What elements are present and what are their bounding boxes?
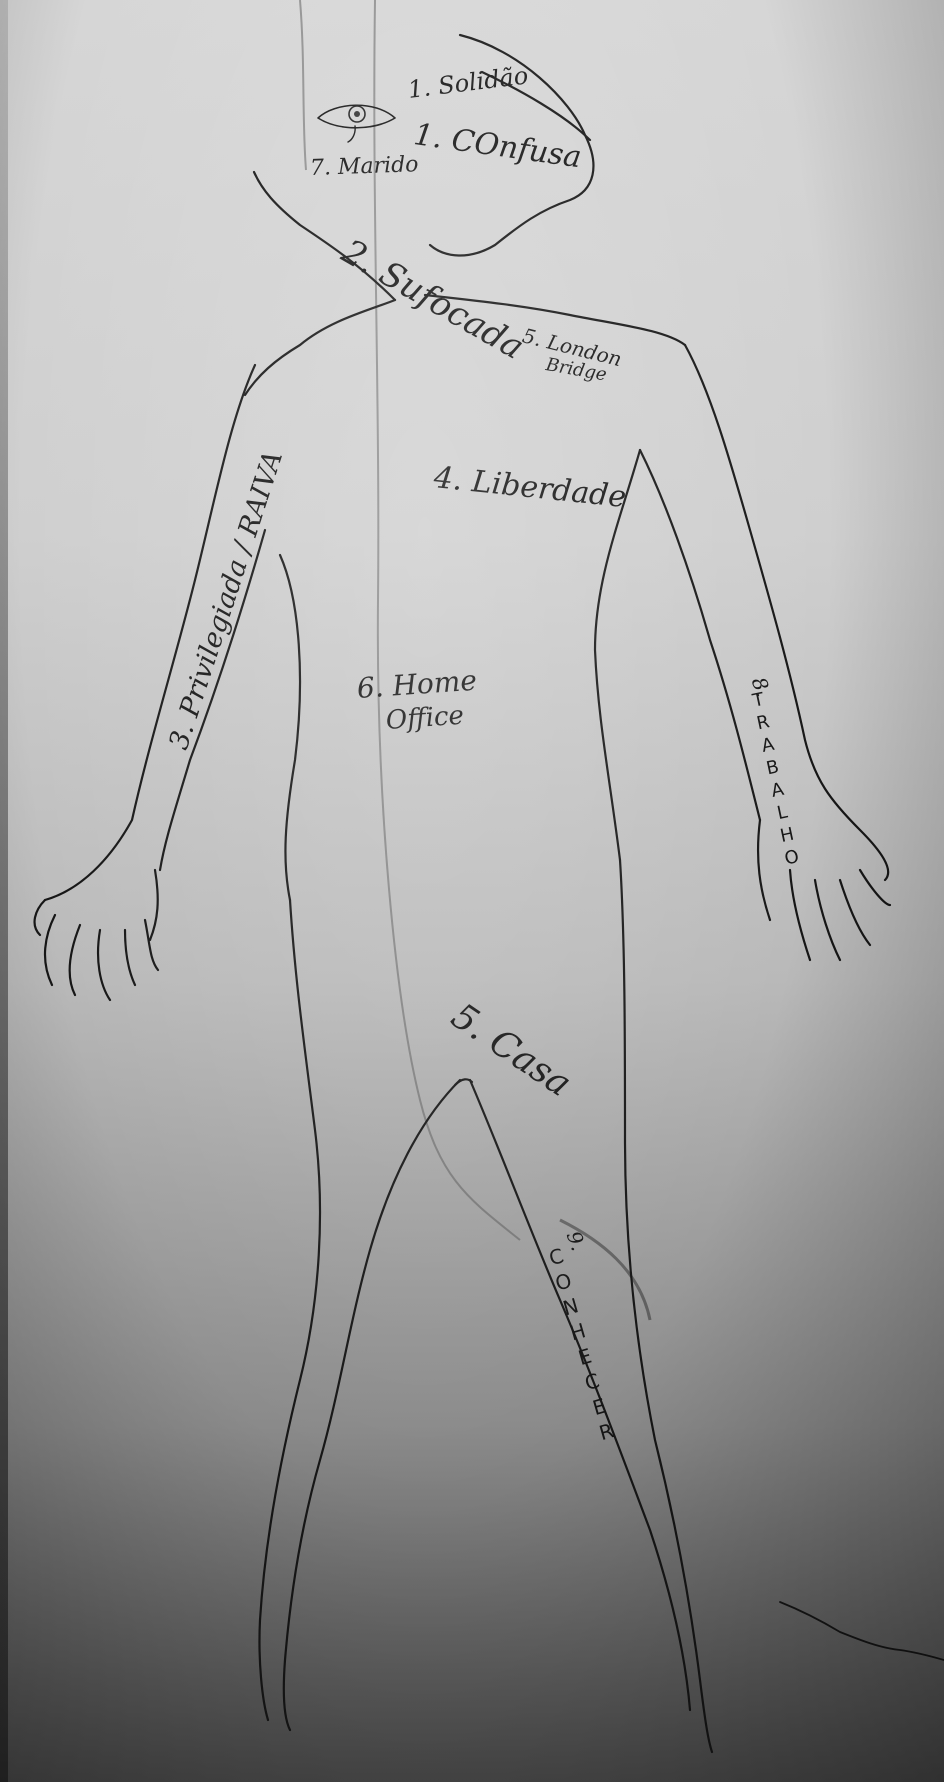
torn-edge <box>780 1602 944 1660</box>
left-arm-inner <box>160 530 265 870</box>
neck-left <box>245 300 395 395</box>
left-leg-outer <box>259 900 320 1720</box>
right-leg-inner <box>470 1080 690 1710</box>
label-office: Office <box>385 703 465 734</box>
torso-left <box>280 555 300 900</box>
paper-crease-2 <box>300 0 306 170</box>
label-marido: 7. Marido <box>310 154 419 180</box>
left-hand <box>35 870 158 1000</box>
left-leg-inner <box>284 1080 460 1730</box>
eye-drawing-icon <box>318 105 395 142</box>
crotch <box>455 1079 472 1085</box>
label-home: 6. Home <box>356 667 478 703</box>
right-leg-outer <box>620 860 712 1752</box>
